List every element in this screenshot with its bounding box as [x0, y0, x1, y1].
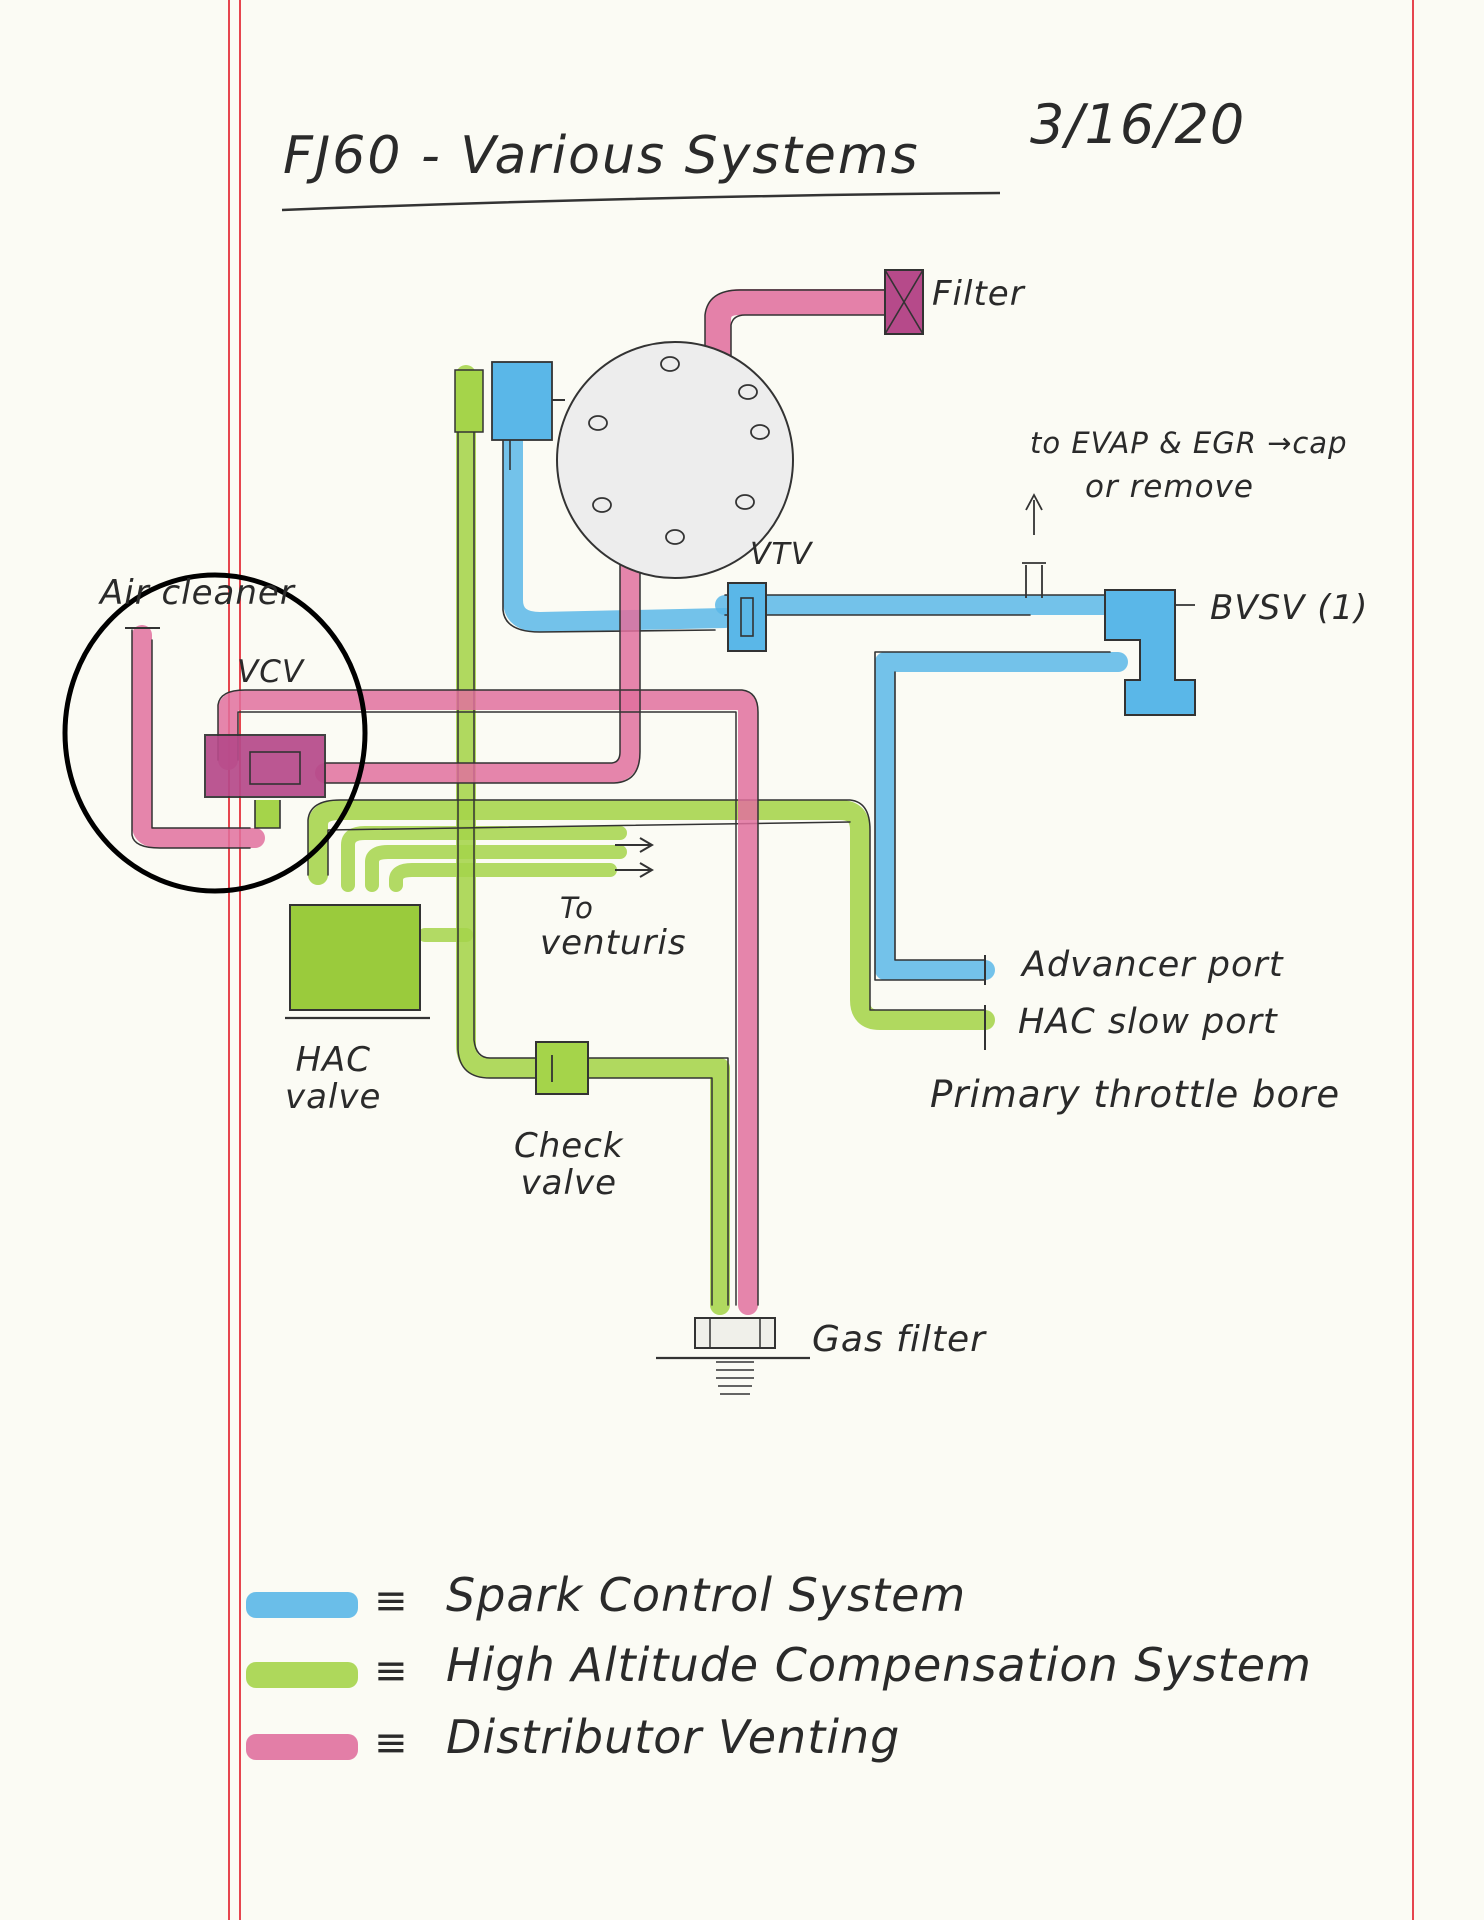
label-gas-filter: Gas filter: [812, 1319, 986, 1360]
label-bvsv: BVSV (1): [1210, 588, 1369, 628]
diagram-title: FJ60 - Various Systems: [283, 126, 920, 186]
label-check-valve: Check valve: [514, 1126, 624, 1204]
legend-label: Distributor Venting: [446, 1710, 901, 1764]
legend-label: Spark Control System: [446, 1568, 967, 1622]
legend-equals-symbol: ≡: [374, 1720, 408, 1766]
hac-valve-box: [289, 904, 421, 1011]
spark-hose-outline: [502, 434, 1111, 981]
margin-lines: [228, 0, 1414, 1920]
vcv-body: [204, 734, 326, 798]
hac-outline: [307, 369, 986, 1306]
filter-element: [884, 269, 924, 335]
venturi-arrow-2: [615, 862, 654, 878]
vcv-connector: [254, 800, 281, 829]
legend-equals-symbol: ≡: [374, 1578, 408, 1624]
cap-terminal-3: [750, 424, 770, 440]
gas-filter-cap: [694, 1317, 776, 1349]
cap-terminal-1: [660, 356, 680, 372]
spark-hose-bvsv-to-advancer: [875, 652, 1128, 980]
vtv-body: [727, 582, 767, 652]
label-hac-valve: HAC valve: [285, 1040, 382, 1118]
vent-distributor-to-filter: [705, 289, 898, 398]
advancer-green-stub: [454, 369, 484, 433]
title-underline: [281, 191, 1001, 212]
label-to: To: [560, 891, 594, 925]
venturi-arrow-1: [615, 837, 654, 853]
label-or-remove: or remove: [1085, 469, 1254, 505]
legend-equals-symbol: ≡: [374, 1648, 408, 1694]
distributor-body: [556, 341, 794, 579]
distributor-venting-lines: [131, 289, 898, 1315]
venturi-arrows: [615, 837, 654, 878]
spark-control-lines: [502, 425, 1128, 981]
hac-to-venturis-1: [341, 826, 627, 892]
filter-cross-2: [884, 269, 924, 335]
cap-terminal-7: [665, 529, 685, 545]
label-air-cleaner: Air cleaner: [100, 573, 295, 613]
label-vcv: VCV: [237, 654, 305, 690]
vcv-highlight-circle: [62, 572, 368, 894]
vcv-valve: [204, 734, 326, 829]
vtv-valve: [727, 582, 767, 652]
vent-vcv-to-distributor: [315, 525, 640, 783]
cap-terminal-2: [738, 384, 758, 400]
label-filter: Filter: [932, 274, 1025, 314]
vent-air-cleaner-to-vcv: [132, 625, 265, 848]
high-altitude-lines: [307, 365, 995, 1315]
vtv-core: [740, 597, 754, 637]
cap-terminal-6: [735, 494, 755, 510]
hac-to-venturis-3: [389, 863, 617, 892]
distributor-cap: [556, 341, 794, 579]
evap-tee-stub: [1022, 562, 1046, 598]
vacuum-advancer: [454, 361, 565, 470]
hac-to-venturis-2: [365, 845, 627, 892]
advancer-blue-body: [491, 361, 553, 441]
bvsv-valve: [1104, 589, 1196, 716]
label-evap-egr: to EVAP & EGR →cap: [1030, 426, 1348, 460]
bvsv-body: [1104, 589, 1196, 716]
check-valve-box: [535, 1041, 589, 1095]
label-hac-slow-port: HAC slow port: [1018, 1002, 1278, 1042]
legend-swatch: [246, 1592, 358, 1618]
cap-terminal-5: [592, 497, 612, 513]
label-primary-throttle-bore: Primary throttle bore: [930, 1073, 1341, 1116]
gas-filter-thread: [716, 1361, 754, 1395]
vent-outline: [131, 289, 886, 1306]
evap-arrow: [1025, 493, 1043, 535]
legend-swatch: [246, 1662, 358, 1688]
hac-valve-body: [285, 904, 430, 1020]
legend-label: High Altitude Compensation System: [446, 1638, 1312, 1692]
legend-swatch: [246, 1734, 358, 1760]
vent-vcv-loop: [218, 690, 758, 1315]
hac-to-slow-port: [308, 800, 995, 1030]
spark-hose-distributor-to-vtv: [503, 425, 735, 632]
vcv-inner: [249, 751, 301, 785]
hac-main-vertical: [456, 365, 730, 1315]
label-vtv: VTV: [750, 537, 813, 572]
cap-terminal-4: [588, 415, 608, 431]
label-venturis: venturis: [540, 923, 687, 963]
check-valve-body: [535, 1041, 589, 1095]
evap-tee: [1022, 493, 1046, 598]
gas-filter-body: [656, 1317, 810, 1395]
diagram-date: 3/16/20: [1030, 93, 1246, 156]
label-advancer-port: Advancer port: [1022, 945, 1284, 985]
